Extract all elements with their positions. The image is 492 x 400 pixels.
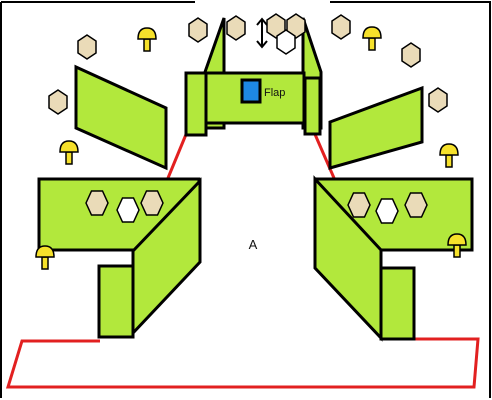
top-gate: Flap <box>184 17 323 137</box>
hexagon-icon[interactable] <box>331 14 351 40</box>
hexagon-icon[interactable] <box>401 42 421 68</box>
mushroom-icon[interactable] <box>362 26 382 51</box>
mushroom-icon[interactable] <box>439 143 459 168</box>
hexagon-icon[interactable] <box>140 190 164 216</box>
hexagon-icon[interactable] <box>347 192 371 218</box>
hexagon-layer <box>48 13 448 224</box>
hexagon-icon[interactable] <box>226 15 246 41</box>
hexagon-icon[interactable] <box>375 198 399 224</box>
mushroom-layer <box>35 26 467 270</box>
hexagon-icon[interactable] <box>428 87 448 113</box>
mushroom-icon[interactable] <box>447 233 467 258</box>
wall-right-upper <box>328 85 424 170</box>
center-label: A <box>249 237 258 252</box>
hexagon-icon[interactable] <box>188 17 208 43</box>
right-block-pillar <box>379 266 416 341</box>
hexagon-icon[interactable] <box>77 34 97 60</box>
gate-right-post <box>303 76 322 136</box>
hexagon-icon[interactable] <box>276 29 296 55</box>
hexagon-icon[interactable] <box>404 192 428 218</box>
double-arrow-icon <box>256 17 268 49</box>
mushroom-icon[interactable] <box>59 140 79 165</box>
hexagon-icon[interactable] <box>48 89 68 115</box>
mushroom-icon[interactable] <box>35 245 55 270</box>
wall-left-upper <box>74 64 168 171</box>
flap-label: Flap <box>264 87 285 99</box>
flap-switch-icon[interactable] <box>240 78 262 104</box>
gate-left-post <box>184 71 208 137</box>
hexagon-icon[interactable] <box>85 190 109 216</box>
red-boundary <box>5 131 480 389</box>
left-block-pillar <box>97 264 135 339</box>
left-block <box>37 177 202 339</box>
hexagon-icon[interactable] <box>116 197 140 223</box>
mushroom-icon[interactable] <box>137 27 157 52</box>
